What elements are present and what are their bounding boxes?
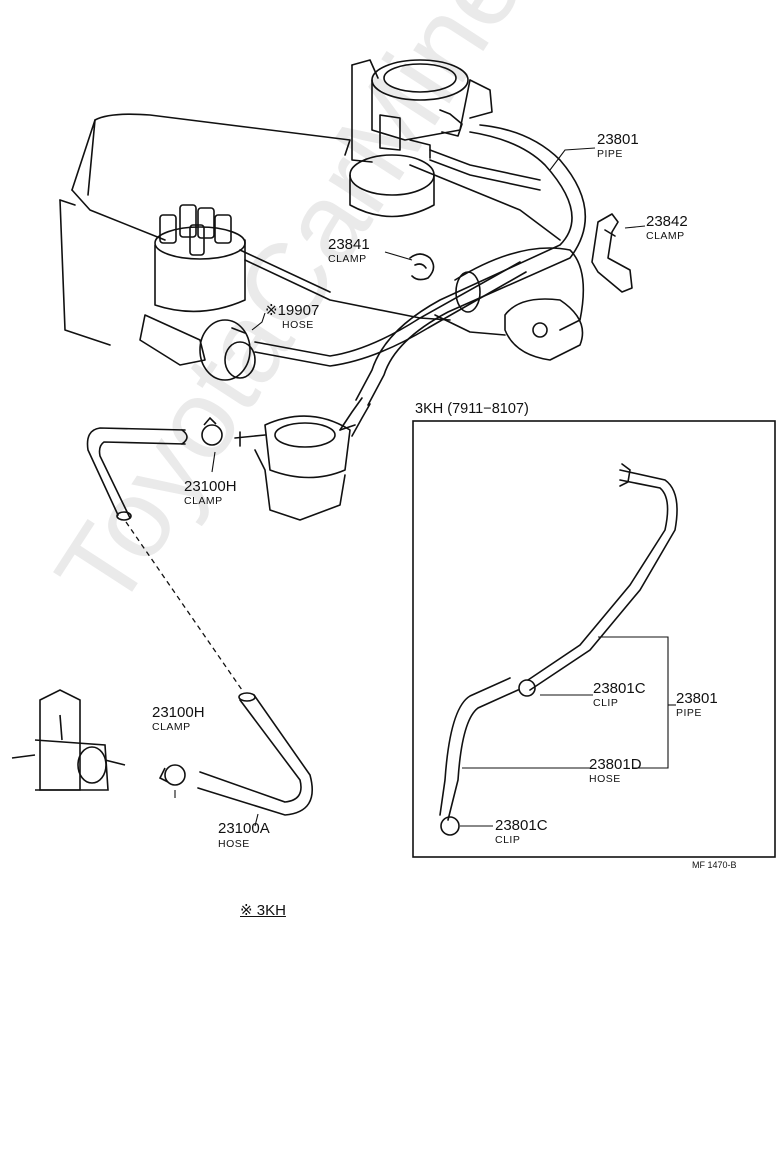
label-23801-name: PIPE bbox=[597, 148, 623, 160]
inset-clip-upper-name: CLIP bbox=[593, 697, 619, 709]
inset-hose-name: HOSE bbox=[589, 773, 621, 785]
inset-title: 3KH (7911−8107) bbox=[415, 401, 529, 417]
fuel-filter bbox=[11, 689, 126, 791]
footnote: ※ 3KH bbox=[240, 902, 286, 919]
clamp-23100h-bottom bbox=[158, 764, 186, 786]
carburetor bbox=[349, 59, 493, 218]
connection-dash bbox=[125, 521, 243, 691]
hose-upper-left bbox=[86, 427, 188, 521]
inset-clip-upper-num: 23801C bbox=[593, 680, 646, 697]
bracket-23842 bbox=[591, 213, 633, 293]
water-outlet bbox=[454, 247, 585, 361]
inset-pipe bbox=[527, 463, 678, 691]
inset-clip-upper bbox=[518, 679, 536, 697]
leader-lines bbox=[174, 147, 676, 827]
label-19907-name: HOSE bbox=[282, 319, 314, 331]
fuel-pump bbox=[234, 415, 356, 521]
label-23842-num: 23842 bbox=[646, 213, 688, 230]
label-23100h-bottom-name: CLAMP bbox=[152, 721, 191, 733]
figure-code: MF 1470-B bbox=[692, 860, 737, 870]
label-23801-num: 23801 bbox=[597, 131, 639, 148]
inset-clip-lower-num: 23801C bbox=[495, 817, 548, 834]
label-23100h-top-name: CLAMP bbox=[184, 495, 223, 507]
label-23841-name: CLAMP bbox=[328, 253, 367, 265]
inset-clip-lower bbox=[440, 816, 460, 836]
inset-hose bbox=[439, 677, 519, 821]
label-23842-name: CLAMP bbox=[646, 230, 685, 242]
hose-23100a bbox=[197, 692, 314, 816]
clamp-23841 bbox=[409, 253, 435, 281]
label-23100h-top-num: 23100H bbox=[184, 478, 237, 495]
label-23100h-bottom-num: 23100H bbox=[152, 704, 205, 721]
inset-clip-lower-name: CLIP bbox=[495, 834, 521, 846]
engine-head-cover bbox=[59, 113, 561, 346]
label-19907-num: ※19907 bbox=[265, 302, 320, 319]
inset-pipe-name: PIPE bbox=[676, 707, 702, 719]
distributor bbox=[139, 204, 256, 381]
label-23100a-num: 23100A bbox=[218, 820, 270, 837]
label-23841-num: 23841 bbox=[328, 236, 370, 253]
clamp-23100h-top bbox=[201, 416, 223, 446]
inset-hose-num: 23801D bbox=[589, 756, 642, 773]
label-23100a-name: HOSE bbox=[218, 838, 250, 850]
inset-pipe-num: 23801 bbox=[676, 690, 718, 707]
inset-frame bbox=[412, 420, 776, 858]
